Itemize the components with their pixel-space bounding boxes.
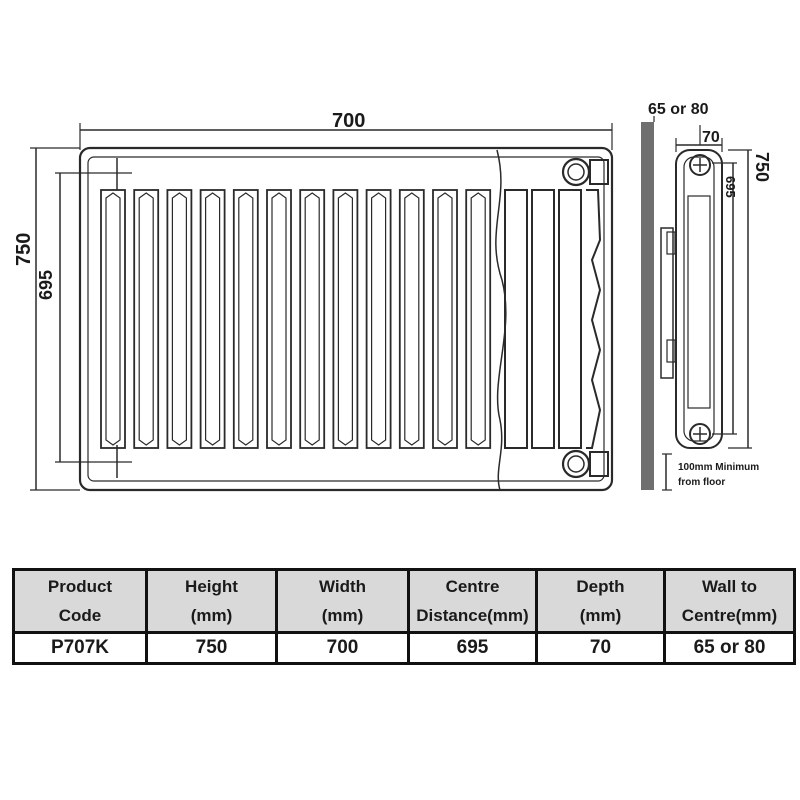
fin	[232, 189, 259, 449]
fin	[299, 189, 326, 449]
bottom-valve-icon	[561, 449, 609, 479]
radiator-technical-drawing: 700 750 695	[13, 101, 772, 492]
centre-distance-label: 695	[36, 270, 56, 300]
fin	[199, 189, 226, 449]
fin	[365, 189, 392, 449]
wall-section	[641, 122, 654, 490]
fin-inner	[470, 192, 486, 446]
side-bottom-valve-icon	[689, 423, 711, 445]
side-top-valve-icon	[689, 154, 711, 176]
side-view	[641, 116, 752, 491]
fin-inner	[371, 192, 387, 446]
fin-inner	[337, 192, 353, 446]
fin-inner	[437, 192, 453, 446]
fin	[332, 189, 359, 449]
fin	[266, 189, 292, 449]
wall-bracket	[660, 227, 674, 379]
cell-product-code: P707K	[12, 631, 148, 665]
depth-label: 70	[702, 129, 720, 146]
fin	[100, 189, 126, 449]
floor-note-line-1: 100mm Minimum	[678, 462, 759, 473]
fin	[465, 189, 492, 449]
fin	[432, 189, 458, 449]
floor-note-line-2: from floor	[678, 477, 725, 488]
header-depth: Depth(mm)	[535, 568, 666, 634]
fin-inner	[304, 192, 320, 446]
fin	[166, 189, 193, 449]
wall-to-centre-label: 65 or 80	[648, 101, 709, 118]
fin-inner	[271, 192, 287, 446]
fin-inner	[171, 192, 187, 446]
height-label: 750	[13, 233, 35, 266]
cell-centre-distance: 695	[407, 631, 538, 665]
fin-inner	[238, 192, 254, 446]
header-width: Width(mm)	[275, 568, 410, 634]
top-valve-icon	[561, 157, 609, 187]
cell-wall-to-centre: 65 or 80	[663, 631, 796, 665]
side-height-label: 750	[752, 152, 772, 182]
table-row: P707K 750 700 695 70 65 or 80	[12, 631, 796, 665]
cell-height: 750	[145, 631, 278, 665]
fin-inner	[205, 192, 221, 446]
cell-depth: 70	[535, 631, 666, 665]
width-label: 700	[332, 110, 365, 132]
convector-fins	[100, 189, 492, 449]
cell-width: 700	[275, 631, 410, 665]
fin	[133, 189, 160, 449]
fin-inner	[105, 192, 121, 446]
fin-inner	[404, 192, 420, 446]
panel-outline	[78, 146, 614, 492]
side-centre-label: 695	[723, 176, 738, 198]
header-height: Height(mm)	[145, 568, 278, 634]
front-view	[30, 123, 614, 492]
fin	[398, 189, 425, 449]
fin-inner	[138, 192, 154, 446]
